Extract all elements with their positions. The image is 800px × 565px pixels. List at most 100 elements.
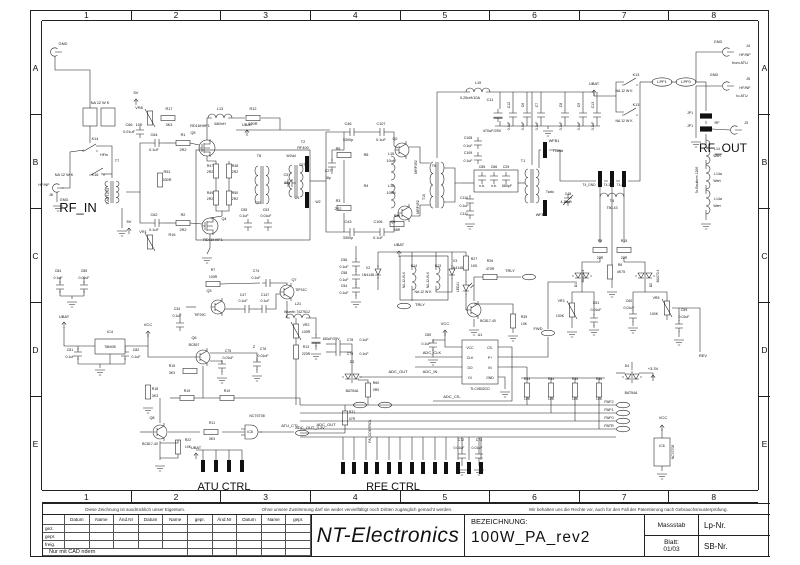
schematic-label: C62 [151,213,158,217]
potentiometer-arrow [144,232,156,252]
wire [388,214,400,233]
schematic-label: R15 [169,364,175,368]
schematic-label: C56 [341,258,347,262]
transistor-symbol [280,283,292,301]
revision-cell [212,525,238,533]
schematic-label: D2 [649,283,653,287]
schematic-label: WFB2 [536,213,547,217]
schematic-label: NC7ST08 [249,414,264,418]
resistor-symbol [160,115,176,121]
inductor-symbol [599,192,625,198]
schematic-label: 0.1uF [340,278,349,282]
schematic-label: L13 [217,107,223,111]
schematic-label: C84 [55,269,61,273]
wire [711,128,731,131]
schematic-label: C57 [284,173,291,177]
ground-symbol [252,375,262,382]
revision-cell: Name [163,515,188,525]
schematic-label: C106 [373,220,382,224]
capacitor-symbol [474,152,482,164]
capacitor-symbol [490,172,498,184]
schematic-label: R7 [211,268,216,272]
transformer-symbol [524,168,540,204]
wire [160,454,179,459]
potentiometer-arrow [566,300,578,320]
revision-cell: Name [89,515,115,525]
schematic-label: 0.1uF [132,355,141,359]
schematic-label: IC6 [659,444,665,448]
schematic-label: C7 [535,103,539,108]
schematic-label: C64 [151,133,158,137]
schematic-label: C78 [347,338,353,342]
revision-cell: gepr. [188,515,213,525]
net-flag [353,401,367,409]
schematic-label: PA_CONTROL [368,419,372,443]
schematic-label: 0.01uF [624,306,635,310]
schematic-label: D3 [350,360,355,364]
schematic-label: R11 [209,421,215,425]
resistor-symbol [482,274,498,280]
pin-header [410,462,414,474]
schematic-label: 3K3 [166,123,173,127]
connector-symbol [730,125,742,135]
potentiometer-arrow [144,108,156,128]
revision-cell [286,541,311,549]
schematic-label: D4 [625,364,630,368]
schematic-label: C66 [126,123,133,127]
schematic-label: 2R2 [232,170,238,174]
wire [210,352,258,361]
schematic-label: L14 [714,147,720,151]
dual-diode-symbol [622,371,642,383]
schematic-label: 10K [521,322,528,326]
schematic-label: T1 [521,159,525,163]
wire [623,257,646,270]
capacitor-symbol [352,258,360,270]
resistor-symbol [336,152,352,158]
inductor-symbol [207,113,233,119]
resistor-symbol [179,395,195,401]
transistor-symbol [398,204,410,222]
schematic-label: NA 12 W K [55,173,74,177]
schematic-label: C73 [476,438,482,442]
ground-symbol [474,469,484,476]
capacitor-symbol [458,450,466,462]
grid-column-label: 7 [578,491,669,502]
grid-row-label: A [32,62,39,73]
wire [125,334,149,347]
schematic-label: 100K [650,312,659,316]
schematic-label: ADC_IN [423,369,438,374]
grid-column-label: 6 [489,491,579,502]
wire [96,145,113,178]
schematic-label: 0.01uF [123,130,136,134]
schematic-label: 22R [621,256,628,260]
schematic-label: C58 [341,271,347,275]
revision-cell: Datum [65,515,90,525]
ground-symbol [607,291,617,298]
power-flag [442,329,448,336]
net-flag [616,425,630,433]
schematic-label: T4-3 [604,183,611,187]
grid-column-label: 2 [130,10,221,20]
schematic-label: 10K [596,397,603,401]
schematic-label: C57a [299,163,307,167]
schematic-label: W1 [294,196,299,200]
wire [538,149,541,168]
wire [409,146,430,164]
power-flag [133,98,139,105]
schematic-label: C147 [261,293,269,297]
resistor-symbol [157,172,163,188]
schematic-label: ADC_CLK [423,350,442,355]
capacitor-symbol [332,348,344,356]
wire [433,346,513,402]
jumper [700,113,712,119]
capacitor-symbol [258,305,270,313]
schematic-label: T6 [432,164,436,168]
schematic-label: R5 [336,147,341,151]
schematic-label: 0.1uF [340,265,349,269]
schematic-label: BAS70-4 [656,269,660,282]
capacitor-symbol [241,305,253,313]
schematic-label: NA-12-W-K [402,271,406,288]
switch-symbol [89,167,105,176]
schematic-label: 0.1uF [66,355,75,359]
